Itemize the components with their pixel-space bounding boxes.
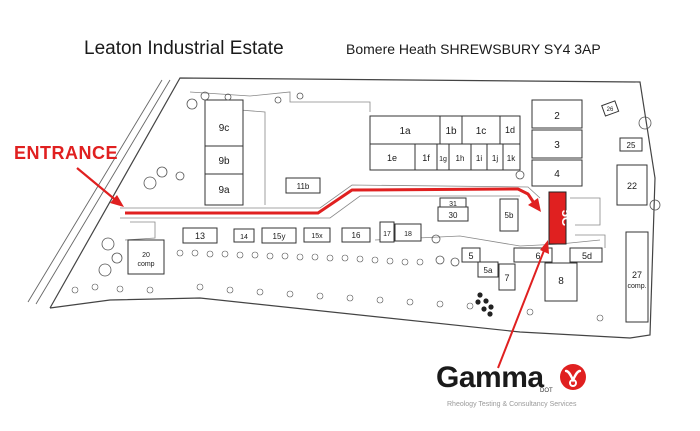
unit-label-1a: 1a bbox=[399, 126, 411, 137]
entrance-label: ENTRANCE bbox=[14, 143, 119, 163]
unit-label-5a: 5a bbox=[484, 266, 493, 275]
building-1 bbox=[369, 115, 521, 171]
internal-road bbox=[120, 184, 541, 209]
unit-label-27: 27 bbox=[632, 270, 642, 280]
building-5 bbox=[461, 247, 481, 263]
highlight-label: 5C bbox=[559, 210, 574, 227]
logo-pointer-arrow bbox=[497, 247, 546, 369]
unit-label-9b: 9b bbox=[218, 156, 230, 167]
unit-label-22: 22 bbox=[627, 181, 637, 191]
unit-label-1k: 1k bbox=[507, 154, 516, 163]
unit-label-1g: 1g bbox=[439, 156, 447, 163]
building-22 bbox=[616, 164, 648, 206]
internal-road-3 bbox=[189, 91, 371, 112]
unit-label-27-comp: comp. bbox=[627, 283, 646, 290]
building-27 bbox=[625, 231, 649, 323]
unit-label-20-comp: comp bbox=[137, 261, 154, 268]
internal-road-2 bbox=[120, 195, 520, 219]
unit-label-1e: 1e bbox=[387, 153, 397, 163]
building-20 bbox=[127, 239, 165, 275]
unit-label-9c: 9c bbox=[219, 123, 230, 134]
hedge-dots bbox=[71, 249, 604, 322]
internal-road-4 bbox=[239, 109, 266, 205]
unit-label-1f: 1f bbox=[422, 153, 430, 163]
unit-label-15x: 15x bbox=[311, 233, 323, 240]
internal-road-7 bbox=[575, 234, 606, 248]
internal-road-5 bbox=[374, 235, 601, 247]
entrance-arrow bbox=[76, 167, 119, 203]
logo-pointer-arrowhead bbox=[540, 240, 549, 254]
gamma-dot-logo: Gamma DOT bbox=[436, 361, 586, 411]
building-5b bbox=[499, 198, 519, 232]
building-26 bbox=[601, 100, 620, 117]
logo-tagline: Rheology Testing & Consultancy Services bbox=[447, 401, 577, 408]
internal-road-6 bbox=[570, 197, 601, 226]
unit-label-1d: 1d bbox=[505, 125, 515, 135]
unit-label-14: 14 bbox=[240, 234, 248, 241]
building-9 bbox=[204, 99, 244, 206]
unit-label-5b: 5b bbox=[505, 211, 514, 220]
unit-label-26: 26 bbox=[607, 107, 614, 113]
building-row-lower bbox=[182, 221, 422, 244]
unit-label-20: 20 bbox=[142, 252, 150, 259]
unit-label-15y: 15y bbox=[273, 232, 286, 241]
unit-label-25: 25 bbox=[627, 141, 636, 150]
internal-road-8 bbox=[124, 221, 156, 241]
site-boundary bbox=[49, 77, 656, 339]
unit-label-7: 7 bbox=[504, 273, 509, 283]
unit-label-3: 3 bbox=[554, 140, 560, 151]
unit-label-1h: 1h bbox=[456, 154, 465, 163]
unit-label-1i: 1i bbox=[476, 154, 482, 163]
unit-label-31: 31 bbox=[449, 201, 457, 208]
entrance-arrowhead bbox=[110, 195, 124, 207]
unit-label-8: 8 bbox=[558, 276, 564, 287]
map-title: Leaton Industrial Estate bbox=[84, 38, 284, 59]
logo-sub: DOT bbox=[540, 388, 553, 394]
unit-label-30: 30 bbox=[449, 211, 458, 220]
unit-label-11b: 11b bbox=[297, 182, 310, 191]
black-dots bbox=[475, 292, 494, 317]
building-6 bbox=[513, 247, 553, 263]
unit-label-5: 5 bbox=[468, 251, 473, 261]
building-11b bbox=[285, 177, 321, 194]
gamma-symbol-icon bbox=[560, 364, 586, 390]
map-address: Bomere Heath SHREWSBURY SY4 3AP bbox=[346, 41, 601, 57]
unit-label-18: 18 bbox=[404, 231, 412, 238]
railway-line-2 bbox=[35, 79, 171, 305]
building-5a bbox=[477, 261, 499, 278]
building-5d bbox=[569, 247, 603, 263]
unit-label-2: 2 bbox=[554, 111, 560, 122]
unit-label-9a: 9a bbox=[218, 185, 230, 196]
unit-label-4: 4 bbox=[554, 169, 560, 180]
unit-label-5d: 5d bbox=[582, 251, 592, 261]
unit-label-17: 17 bbox=[383, 231, 391, 238]
building-8 bbox=[544, 262, 578, 302]
building-30 bbox=[437, 206, 469, 222]
railway-line bbox=[27, 79, 163, 303]
highlight-unit-5c bbox=[548, 191, 567, 245]
unit-label-1b: 1b bbox=[445, 126, 457, 137]
building-7 bbox=[498, 263, 516, 291]
route-arrowhead bbox=[528, 198, 541, 212]
building-2-3-4 bbox=[531, 99, 583, 187]
unit-label-1c: 1c bbox=[476, 126, 487, 137]
trees bbox=[98, 91, 661, 277]
unit-label-13: 13 bbox=[195, 231, 205, 241]
logo-wordmark: Gamma bbox=[436, 361, 544, 394]
unit-label-1j: 1j bbox=[492, 154, 498, 163]
unit-label-6: 6 bbox=[535, 251, 540, 261]
unit-label-16: 16 bbox=[352, 231, 361, 240]
building-25 bbox=[619, 137, 643, 152]
entrance-route bbox=[125, 187, 536, 215]
